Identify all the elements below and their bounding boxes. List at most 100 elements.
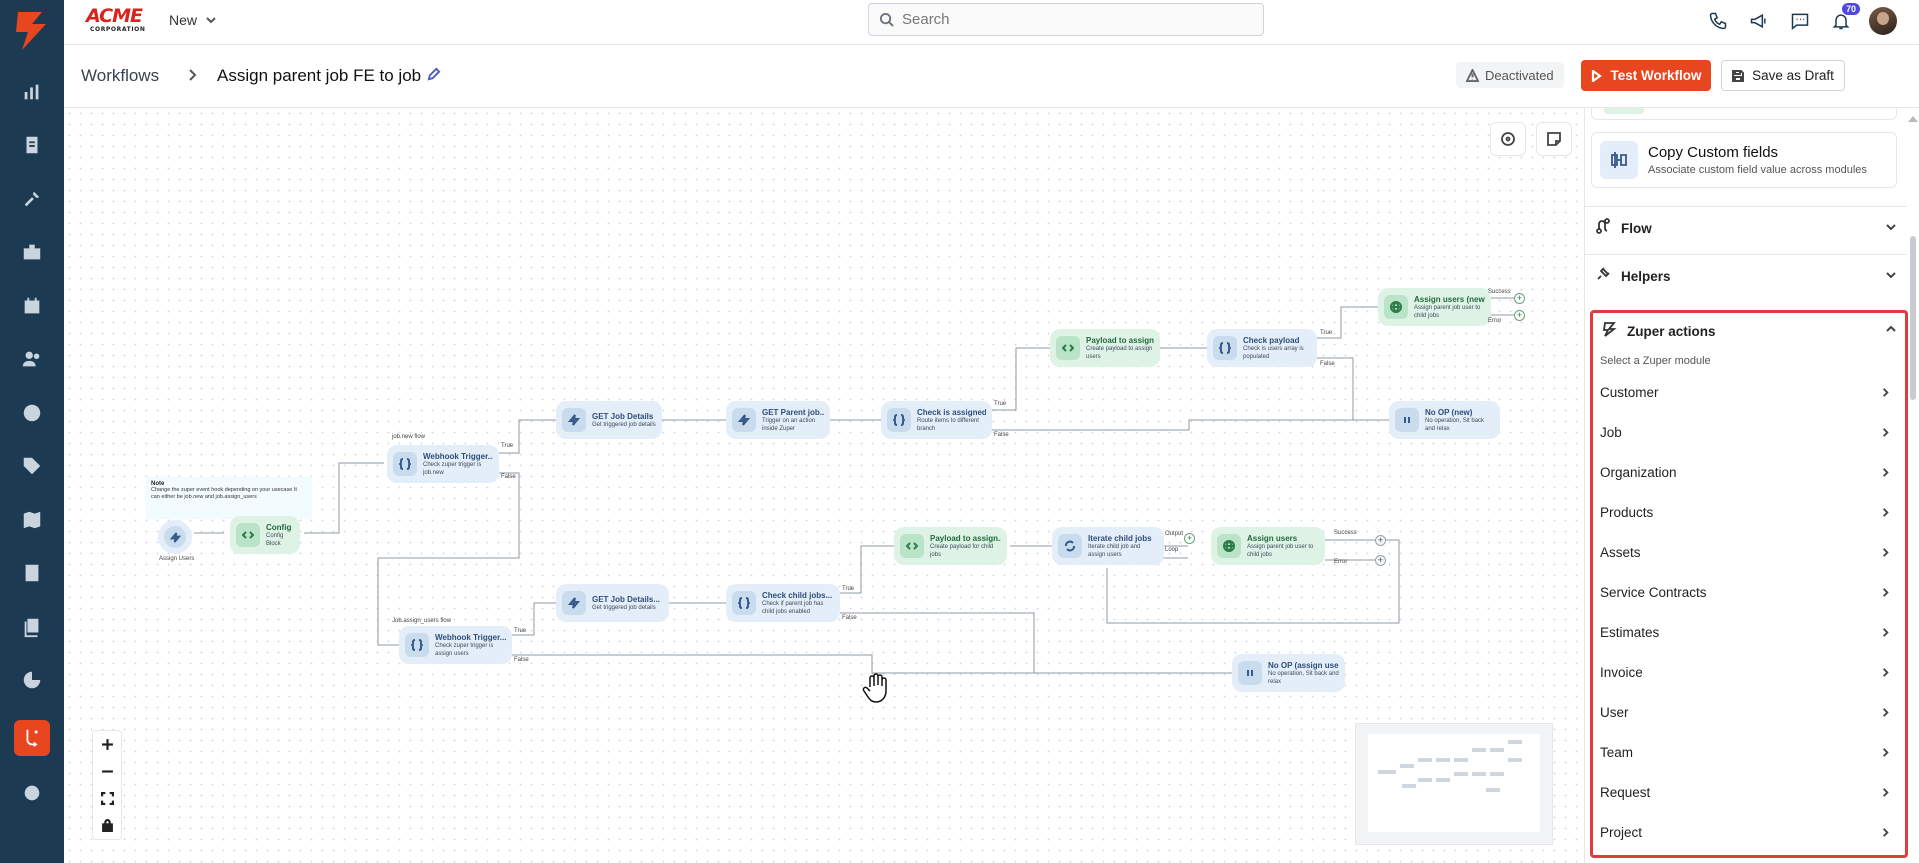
chevron-down-icon: [1886, 271, 1896, 278]
workflow-node[interactable]: Payload to assign...Create payload to as…: [1050, 329, 1160, 367]
add-step-icon[interactable]: +: [1375, 535, 1386, 546]
nav-users-icon[interactable]: [14, 341, 50, 377]
module-item-service-contracts[interactable]: Service Contracts: [1593, 572, 1905, 612]
megaphone-icon[interactable]: [1746, 8, 1772, 34]
warning-icon: [1466, 68, 1479, 82]
module-item-request[interactable]: Request: [1593, 772, 1905, 812]
edge-label-false: False: [842, 615, 857, 621]
node-subtitle: No operation, Sit back and relax: [1268, 670, 1339, 685]
new-menu-button[interactable]: New: [169, 12, 217, 28]
note-title: Note: [151, 481, 165, 487]
previous-action-card[interactable]: [1591, 108, 1897, 120]
nav-reports-icon[interactable]: [14, 662, 50, 698]
zuper-module-hint: Select a Zuper module: [1600, 355, 1711, 367]
panel-scrollbar[interactable]: [1908, 116, 1918, 856]
add-step-icon[interactable]: +: [1514, 310, 1525, 321]
save-draft-button[interactable]: Save as Draft: [1721, 60, 1845, 91]
section-label: Zuper actions: [1627, 323, 1716, 339]
breadcrumb-workflows[interactable]: Workflows: [81, 66, 160, 85]
section-flow[interactable]: Flow: [1585, 206, 1907, 250]
module-item-organization[interactable]: Organization: [1593, 452, 1905, 492]
module-item-customer[interactable]: Customer: [1593, 372, 1905, 412]
chevron-right-icon: [1883, 787, 1889, 797]
workflow-node[interactable]: Payload to assign...Create payload for c…: [894, 527, 1007, 565]
test-workflow-button[interactable]: Test Workflow: [1581, 60, 1711, 91]
workflow-node[interactable]: Assign users (new)Assign parent job user…: [1378, 288, 1491, 326]
nav-workflows-icon[interactable]: [14, 720, 50, 756]
node-title: GET Job Details...: [592, 594, 661, 604]
canvas-toolbar: [1490, 122, 1572, 156]
sticky-note-icon[interactable]: [1536, 122, 1572, 156]
workflow-node[interactable]: GET Job Details...Get triggered job deta…: [556, 584, 669, 622]
nav-settings-icon[interactable]: [14, 775, 50, 811]
copy-custom-fields-card[interactable]: Copy Custom fields Associate custom fiel…: [1591, 132, 1897, 188]
chevron-right-icon: [1883, 627, 1889, 637]
brand-logo[interactable]: ACME CORPORATION: [86, 6, 148, 36]
canvas-minimap[interactable]: [1355, 723, 1553, 845]
zoom-out-icon[interactable]: [93, 758, 121, 785]
notifications-bell-icon[interactable]: 70: [1828, 3, 1860, 34]
section-zuper-actions[interactable]: Zuper actions: [1593, 313, 1905, 349]
add-step-icon[interactable]: +: [1184, 533, 1195, 544]
workflow-node[interactable]: No OP (new)No operation, Sit back and re…: [1389, 401, 1500, 439]
fit-screen-icon[interactable]: [93, 785, 121, 812]
module-item-user[interactable]: User: [1593, 692, 1905, 732]
zoom-in-icon[interactable]: [93, 731, 121, 758]
braces-icon: [738, 597, 750, 609]
workflow-node[interactable]: GET Parent job...Trigger on an action in…: [726, 401, 830, 439]
globe-icon: [1390, 301, 1402, 313]
search-input[interactable]: [902, 11, 1242, 28]
nav-clock-icon[interactable]: [14, 395, 50, 431]
module-item-estimates[interactable]: Estimates: [1593, 612, 1905, 652]
nav-tag-icon[interactable]: [14, 448, 50, 484]
zuper-logo-icon[interactable]: [12, 8, 52, 54]
code-icon: [1062, 344, 1074, 352]
user-avatar[interactable]: [1869, 7, 1897, 35]
nav-documents-icon[interactable]: [14, 609, 50, 645]
workflow-node[interactable]: Check child jobs...Check if parent job h…: [726, 584, 840, 622]
lock-icon[interactable]: [93, 812, 121, 839]
global-search[interactable]: [868, 3, 1264, 36]
chat-icon[interactable]: [1787, 8, 1813, 34]
fit-view-icon[interactable]: [1490, 122, 1526, 156]
workflow-canvas[interactable]: Note Change the zuper event hook dependi…: [64, 108, 1584, 863]
canvas-note[interactable]: Note Change the zuper event hook dependi…: [146, 477, 312, 519]
workflow-node[interactable]: Check is assigned...Route items to diffe…: [881, 401, 992, 439]
add-step-icon[interactable]: +: [1375, 555, 1386, 566]
nav-calendar-icon[interactable]: [14, 288, 50, 324]
nav-jobs-icon[interactable]: [14, 127, 50, 163]
nav-briefcase-icon[interactable]: [14, 234, 50, 270]
workflow-node[interactable]: Webhook Trigger...Check zuper trigger is…: [399, 626, 512, 664]
module-item-job[interactable]: Job: [1593, 412, 1905, 452]
zuper-actions-section: Zuper actions Select a Zuper module Cust…: [1590, 310, 1908, 858]
workflow-node[interactable]: Webhook Trigger...Check zuper trigger is…: [387, 445, 499, 483]
nav-dashboard-icon[interactable]: [14, 74, 50, 110]
edit-pencil-icon[interactable]: [426, 67, 441, 87]
nav-invoice-icon[interactable]: [14, 555, 50, 591]
test-workflow-label: Test Workflow: [1610, 68, 1702, 83]
nav-map-icon[interactable]: [14, 502, 50, 538]
trigger-start-node[interactable]: [158, 520, 192, 554]
edge-label-success: Success: [1488, 289, 1511, 295]
workflow-node[interactable]: No OP (assign users)No operation, Sit ba…: [1232, 654, 1345, 692]
phone-icon[interactable]: [1705, 8, 1731, 34]
module-item-products[interactable]: Products: [1593, 492, 1905, 532]
module-label: Organization: [1600, 464, 1677, 480]
module-item-team[interactable]: Team: [1593, 732, 1905, 772]
section-label: Helpers: [1621, 269, 1671, 284]
module-label: Invoice: [1600, 664, 1643, 680]
node-subtitle: Route items to different branch: [917, 417, 979, 432]
module-item-invoice[interactable]: Invoice: [1593, 652, 1905, 692]
node-subtitle: Get triggered job details: [592, 421, 656, 428]
panel-scrollbar-thumb[interactable]: [1910, 236, 1916, 400]
section-helpers[interactable]: Helpers: [1585, 254, 1907, 298]
module-item-project[interactable]: Project: [1593, 812, 1905, 852]
nav-tools-icon[interactable]: [14, 181, 50, 217]
module-item-assets[interactable]: Assets: [1593, 532, 1905, 572]
add-step-icon[interactable]: +: [1514, 293, 1525, 304]
